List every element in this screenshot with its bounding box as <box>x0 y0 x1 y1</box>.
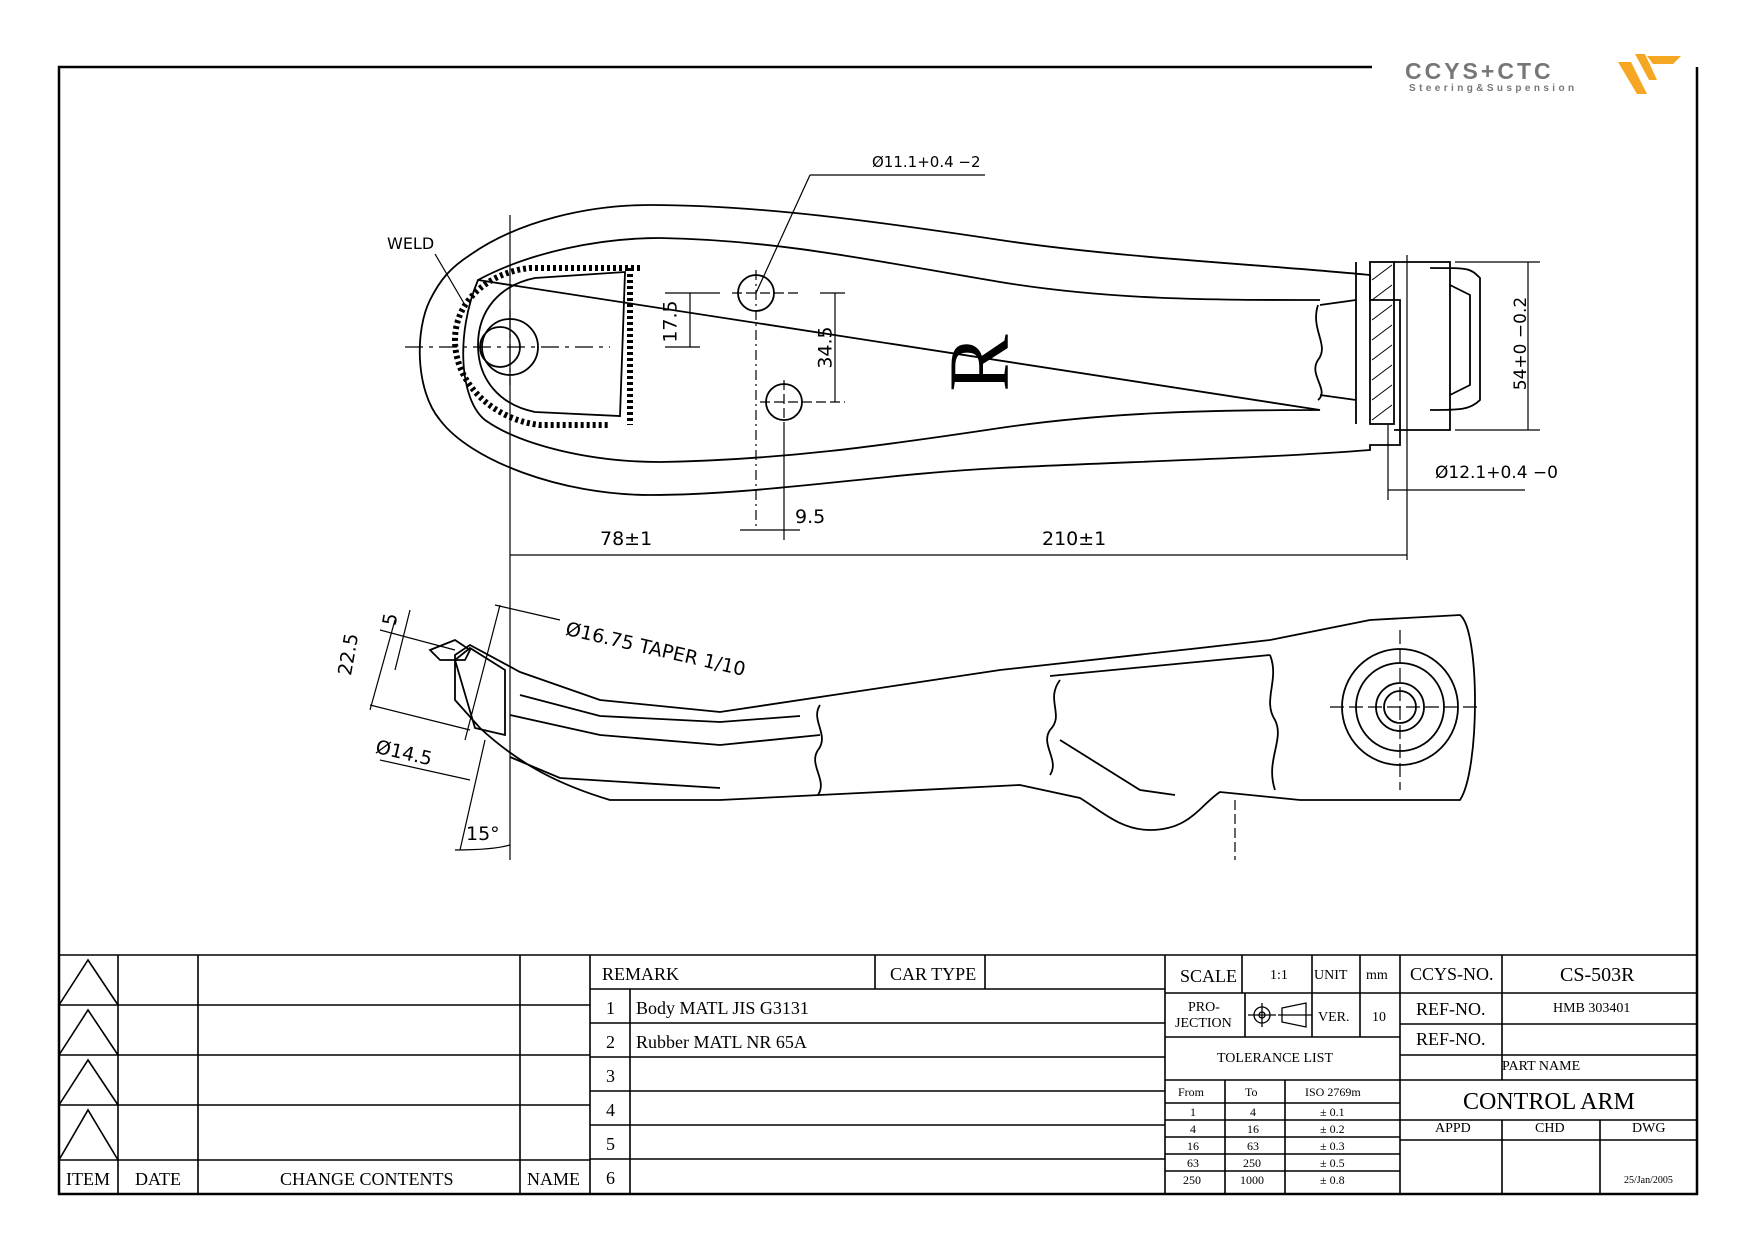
dwg-label: DWG <box>1632 1121 1666 1136</box>
remark-no-1: 1 <box>606 998 615 1018</box>
projection-label-2: JECTION <box>1175 1016 1232 1031</box>
logo-tagline: Steering&Suspension <box>1409 83 1578 94</box>
hole-diameter-label: Ø11.1+0.4 −2 <box>872 153 981 171</box>
unit-value: mm <box>1366 968 1388 983</box>
dim-15-degrees: 15° <box>466 823 500 845</box>
tolerance-header-from: From <box>1178 1085 1205 1099</box>
tol-to-1: 4 <box>1250 1105 1256 1119</box>
ref-no-label-2: REF-NO. <box>1416 1029 1486 1049</box>
tol-value-2: ± 0.2 <box>1320 1122 1345 1136</box>
tolerance-title: TOLERANCE LIST <box>1217 1051 1334 1066</box>
side-view-dimensions <box>369 600 1480 860</box>
projection-label-1: PRO- <box>1188 1000 1220 1015</box>
tol-to-4: 250 <box>1243 1156 1261 1170</box>
side-mark-r: R <box>930 334 1027 392</box>
dim-54: 54+0 −0.2 <box>1511 296 1532 391</box>
tol-from-3: 16 <box>1187 1139 1199 1153</box>
side-view <box>428 614 1476 831</box>
tol-from-5: 250 <box>1183 1173 1201 1187</box>
tol-to-5: 1000 <box>1240 1173 1264 1187</box>
tol-from-4: 63 <box>1187 1156 1199 1170</box>
remark-no-6: 6 <box>606 1168 615 1188</box>
tol-to-2: 16 <box>1247 1122 1259 1136</box>
ref-no-label: REF-NO. <box>1416 999 1486 1019</box>
rev-header-date: DATE <box>135 1169 181 1189</box>
tol-to-3: 63 <box>1247 1139 1259 1153</box>
tol-value-3: ± 0.3 <box>1320 1139 1345 1153</box>
tolerance-header-to: To <box>1245 1085 1258 1099</box>
logo-mark-icon <box>1618 54 1681 94</box>
tol-from-2: 4 <box>1190 1122 1196 1136</box>
rev-header-name: NAME <box>527 1169 580 1189</box>
title-block-grid <box>58 954 1697 1194</box>
dim-78: 78±1 <box>600 528 653 550</box>
dim-12-1: Ø12.1+0.4 −0 <box>1435 463 1558 483</box>
chd-label: CHD <box>1535 1121 1565 1136</box>
company-logo: CCYS+CTC Steering&Suspension <box>1405 50 1685 100</box>
car-type-label: CAR TYPE <box>890 964 977 984</box>
remark-text-2: Rubber MATL NR 65A <box>636 1032 807 1052</box>
remark-label: REMARK <box>602 964 680 984</box>
ref-no-value: HMB 303401 <box>1553 1001 1631 1016</box>
ccys-no-value: CS-503R <box>1560 964 1635 986</box>
ver-label: VER. <box>1318 1010 1350 1025</box>
part-name-value: CONTROL ARM <box>1463 1089 1635 1115</box>
dim-210: 210±1 <box>1042 528 1107 550</box>
remark-no-4: 4 <box>606 1100 615 1120</box>
rev-header-change-contents: CHANGE CONTENTS <box>280 1169 454 1189</box>
appd-label: APPD <box>1435 1121 1471 1136</box>
remark-text-1: Body MATL JIS G3131 <box>636 998 809 1018</box>
dim-34-5: 34.5 <box>814 326 837 369</box>
remark-no-5: 5 <box>606 1134 615 1154</box>
tol-from-1: 1 <box>1190 1105 1196 1119</box>
projection-symbol-icon <box>1248 1002 1312 1028</box>
part-name-label: PART NAME <box>1502 1059 1581 1074</box>
top-view-dimensions <box>405 174 1540 600</box>
scale-value: 1:1 <box>1270 968 1288 983</box>
tol-value-1: ± 0.1 <box>1320 1105 1345 1119</box>
tol-value-5: ± 0.8 <box>1320 1173 1345 1187</box>
rev-header-item: ITEM <box>66 1169 110 1189</box>
dim-17-5: 17.5 <box>659 300 682 343</box>
tol-value-4: ± 0.5 <box>1320 1156 1345 1170</box>
unit-label: UNIT <box>1314 968 1348 983</box>
remark-no-3: 3 <box>606 1066 615 1086</box>
ccys-no-label: CCYS-NO. <box>1410 964 1494 984</box>
dim-9-5: 9.5 <box>795 506 826 528</box>
drawing-frame <box>57 65 1699 1196</box>
scale-label: SCALE <box>1180 966 1238 986</box>
weld-label: WELD <box>387 234 435 253</box>
tolerance-header-iso: ISO 2769m <box>1305 1085 1361 1099</box>
logo-brand-text: CCYS+CTC <box>1405 58 1554 84</box>
remark-no-2: 2 <box>606 1032 615 1052</box>
drawing-date: 25/Jan/2005 <box>1624 1175 1673 1186</box>
ver-value: 10 <box>1372 1010 1386 1025</box>
